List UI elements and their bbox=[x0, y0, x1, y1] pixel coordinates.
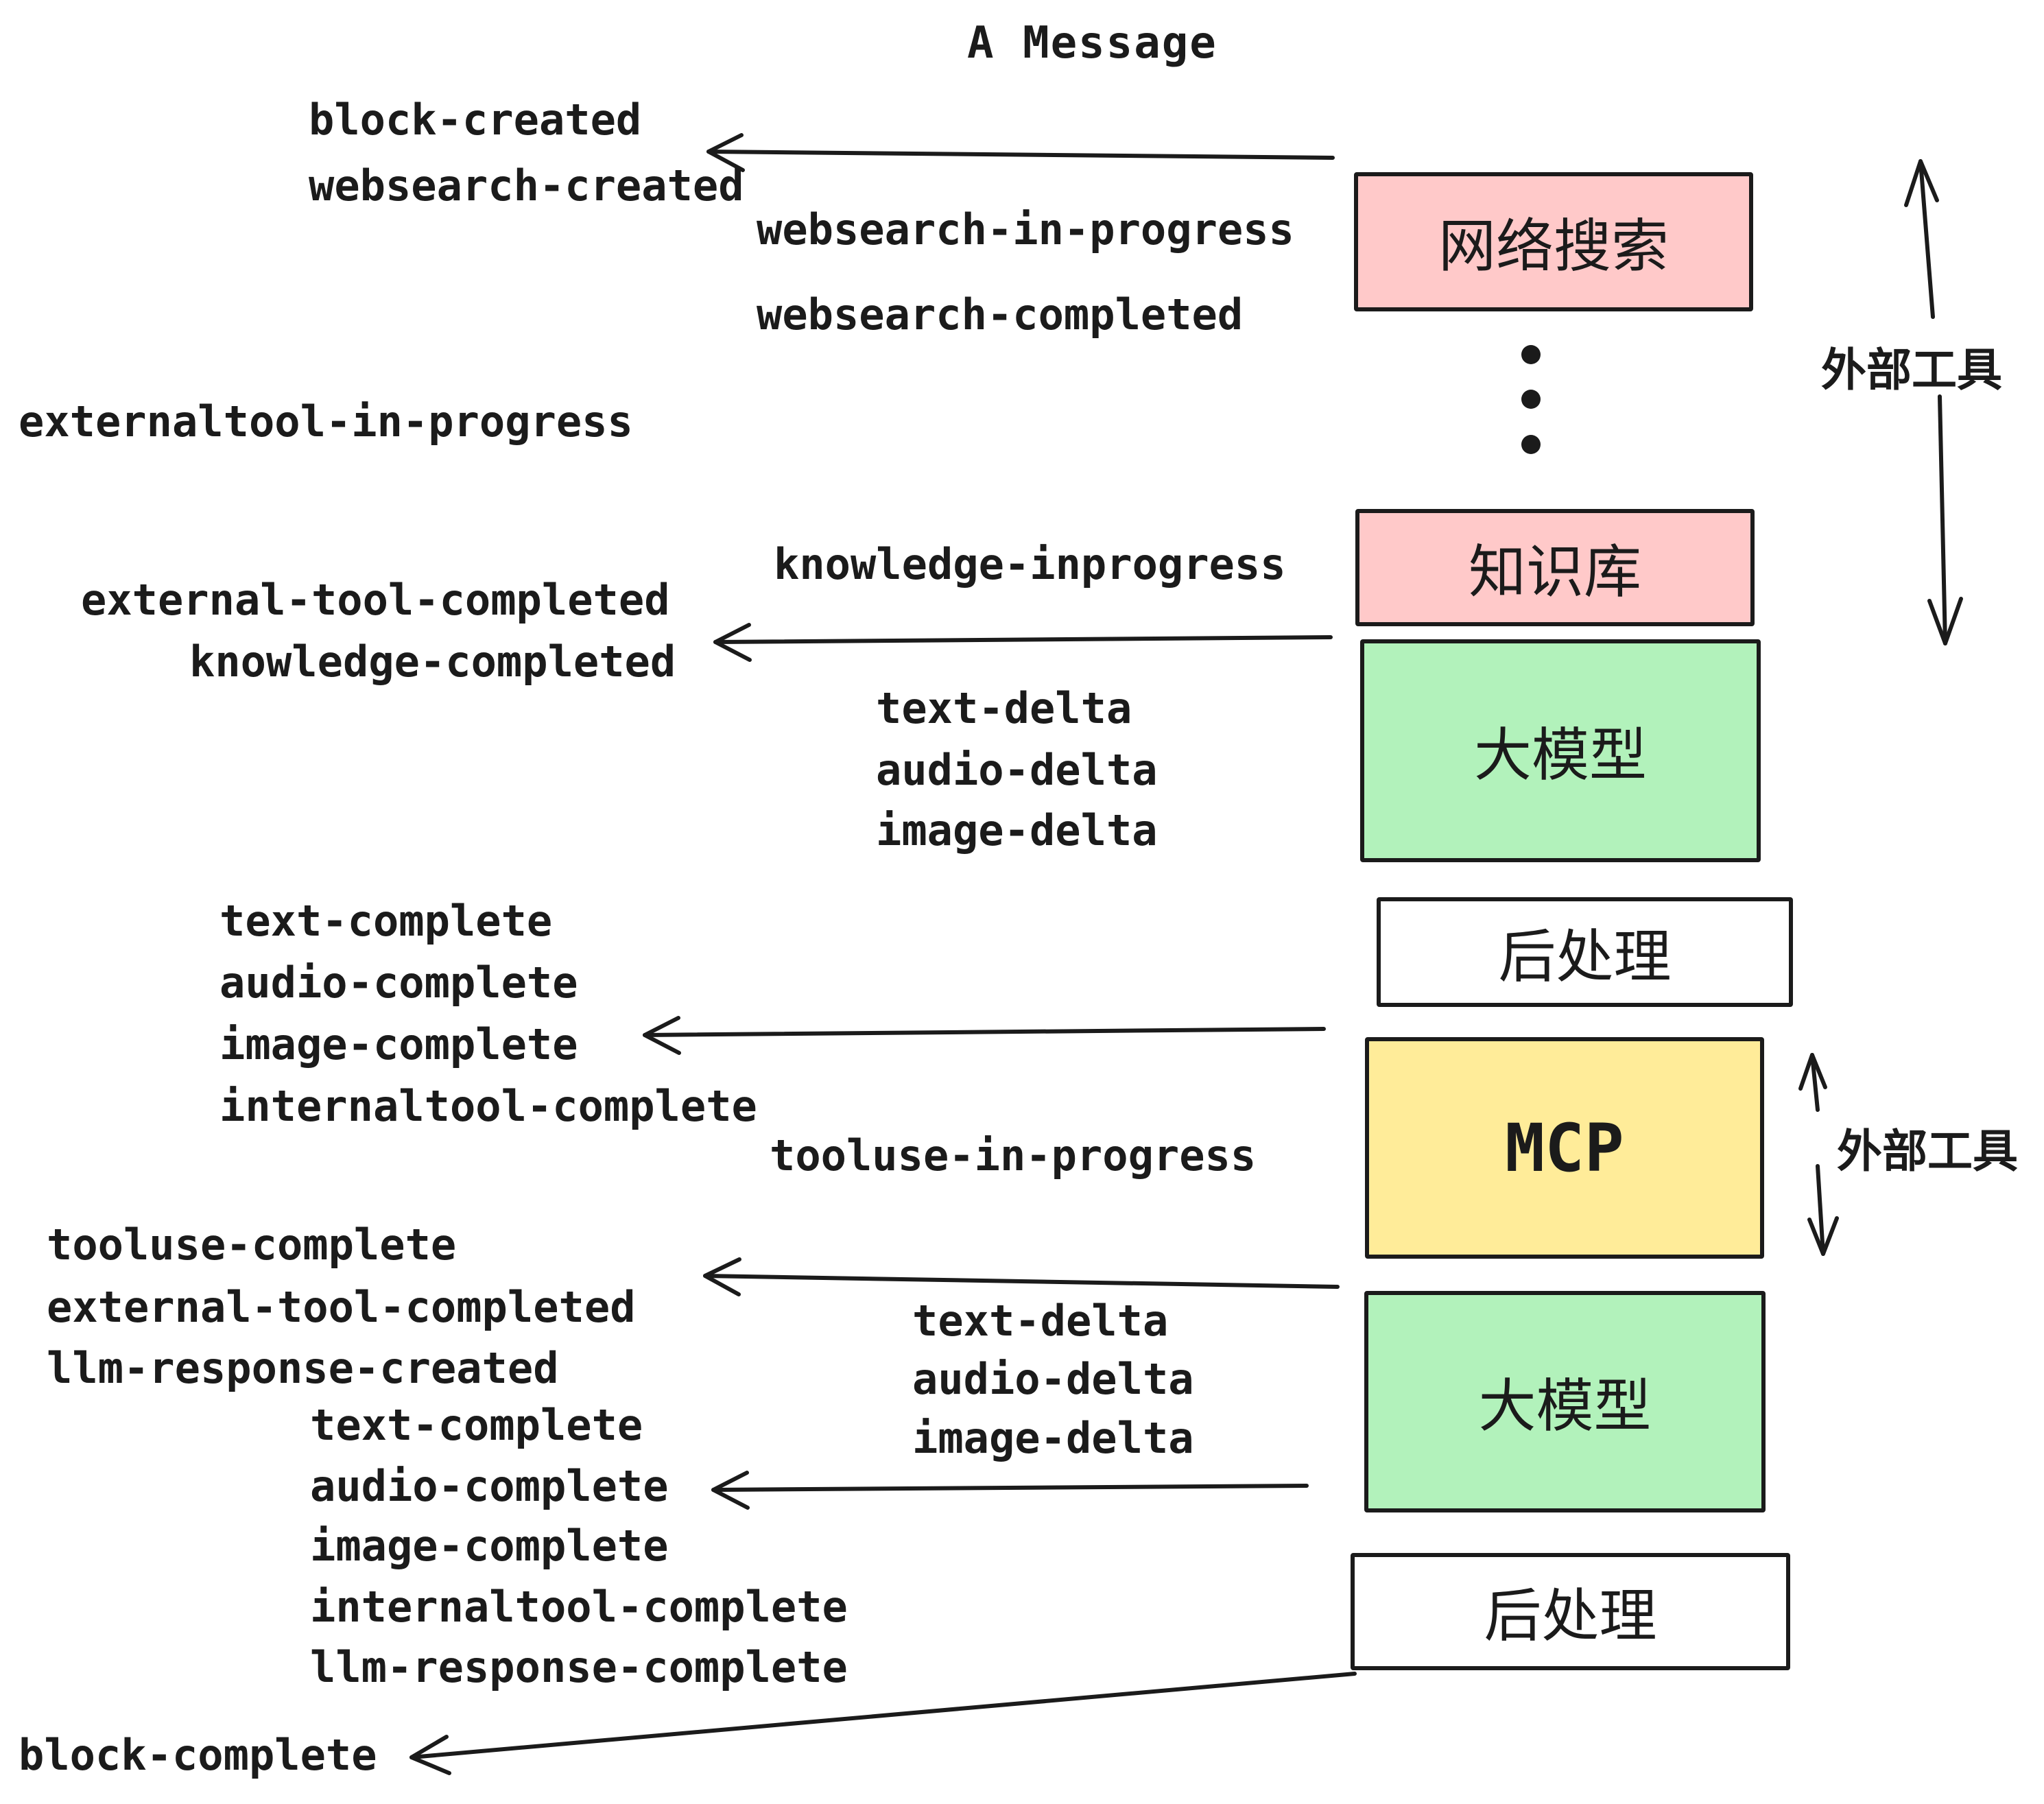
box-knowledge-base-label: 知识库 bbox=[1468, 540, 1641, 604]
external-tools-label-mid: 外部工具 bbox=[1837, 1126, 2018, 1176]
arrow-left-postprocess-1-icon bbox=[643, 1016, 1326, 1055]
arrow-left-audio-complete-icon bbox=[711, 1471, 1309, 1510]
event-image-delta-1: image-delta bbox=[876, 805, 1158, 855]
event-externaltool-in-progress: externaltool-in-progress bbox=[19, 396, 633, 447]
box-postprocess-2-label: 后处理 bbox=[1484, 1584, 1657, 1648]
box-postprocess-1-label: 后处理 bbox=[1498, 924, 1672, 989]
event-knowledge-completed: knowledge-completed bbox=[189, 637, 676, 687]
event-image-complete-2: image-complete bbox=[310, 1521, 669, 1571]
event-image-delta-2: image-delta bbox=[912, 1413, 1194, 1463]
box-postprocess-1: 后处理 bbox=[1377, 897, 1793, 1007]
event-knowledge-inprogress: knowledge-inprogress bbox=[774, 539, 1286, 589]
event-audio-delta-1: audio-delta bbox=[876, 745, 1158, 795]
event-internaltool-complete-2: internaltool-complete bbox=[310, 1582, 848, 1632]
arrow-up-external-tools-2-icon bbox=[1798, 1053, 1827, 1112]
box-mcp: MCP bbox=[1365, 1037, 1764, 1259]
event-tooluse-complete: tooluse-complete bbox=[47, 1220, 457, 1270]
event-llm-response-complete: llm-response-complete bbox=[310, 1642, 848, 1692]
arrow-left-tooluse-complete-icon bbox=[703, 1257, 1340, 1296]
box-llm-1: 大模型 bbox=[1360, 639, 1761, 862]
box-postprocess-2: 后处理 bbox=[1351, 1553, 1790, 1670]
box-mcp-label: MCP bbox=[1505, 1109, 1624, 1187]
event-block-created: block-created bbox=[309, 95, 642, 145]
arrow-left-knowledge-completed-icon bbox=[713, 623, 1333, 662]
box-llm-2-label: 大模型 bbox=[1478, 1374, 1652, 1438]
arrow-left-websearch-created-icon bbox=[706, 133, 1335, 172]
event-websearch-completed: websearch-completed bbox=[757, 289, 1244, 340]
arrow-down-external-tools-2-icon bbox=[1807, 1164, 1839, 1256]
box-llm-1-label: 大模型 bbox=[1473, 723, 1647, 787]
ellipsis-dots-icon bbox=[1521, 345, 1541, 454]
event-external-tool-completed-1: external-tool-completed bbox=[81, 575, 670, 625]
event-block-complete: block-complete bbox=[19, 1730, 377, 1780]
box-websearch-label: 网络搜索 bbox=[1438, 214, 1669, 278]
box-websearch: 网络搜索 bbox=[1354, 172, 1753, 311]
event-websearch-in-progress: websearch-in-progress bbox=[757, 204, 1294, 254]
arrow-up-external-tools-1-icon bbox=[1904, 159, 1939, 319]
arrow-down-external-tools-1-icon bbox=[1927, 394, 1963, 645]
box-knowledge-base: 知识库 bbox=[1355, 509, 1755, 626]
event-audio-complete-1: audio-complete bbox=[219, 958, 578, 1008]
event-websearch-created: websearch-created bbox=[309, 161, 744, 211]
event-text-delta-2: text-delta bbox=[912, 1296, 1169, 1346]
event-audio-delta-2: audio-delta bbox=[912, 1354, 1194, 1404]
event-external-tool-completed-2: external-tool-completed bbox=[47, 1282, 636, 1332]
event-internaltool-complete-1: internaltool-complete bbox=[219, 1081, 757, 1131]
event-image-complete-1: image-complete bbox=[219, 1019, 578, 1069]
event-text-complete-2: text-complete bbox=[310, 1400, 643, 1450]
external-tools-label-top: 外部工具 bbox=[1821, 344, 2002, 395]
event-llm-response-created: llm-response-created bbox=[47, 1343, 559, 1393]
event-tooluse-in-progress: tooluse-in-progress bbox=[770, 1130, 1257, 1180]
event-audio-complete-2: audio-complete bbox=[310, 1461, 669, 1511]
event-text-delta-1: text-delta bbox=[876, 683, 1132, 733]
event-text-complete-1: text-complete bbox=[219, 896, 553, 946]
box-llm-2: 大模型 bbox=[1364, 1291, 1766, 1512]
diagram-title: A Message bbox=[967, 18, 1217, 69]
